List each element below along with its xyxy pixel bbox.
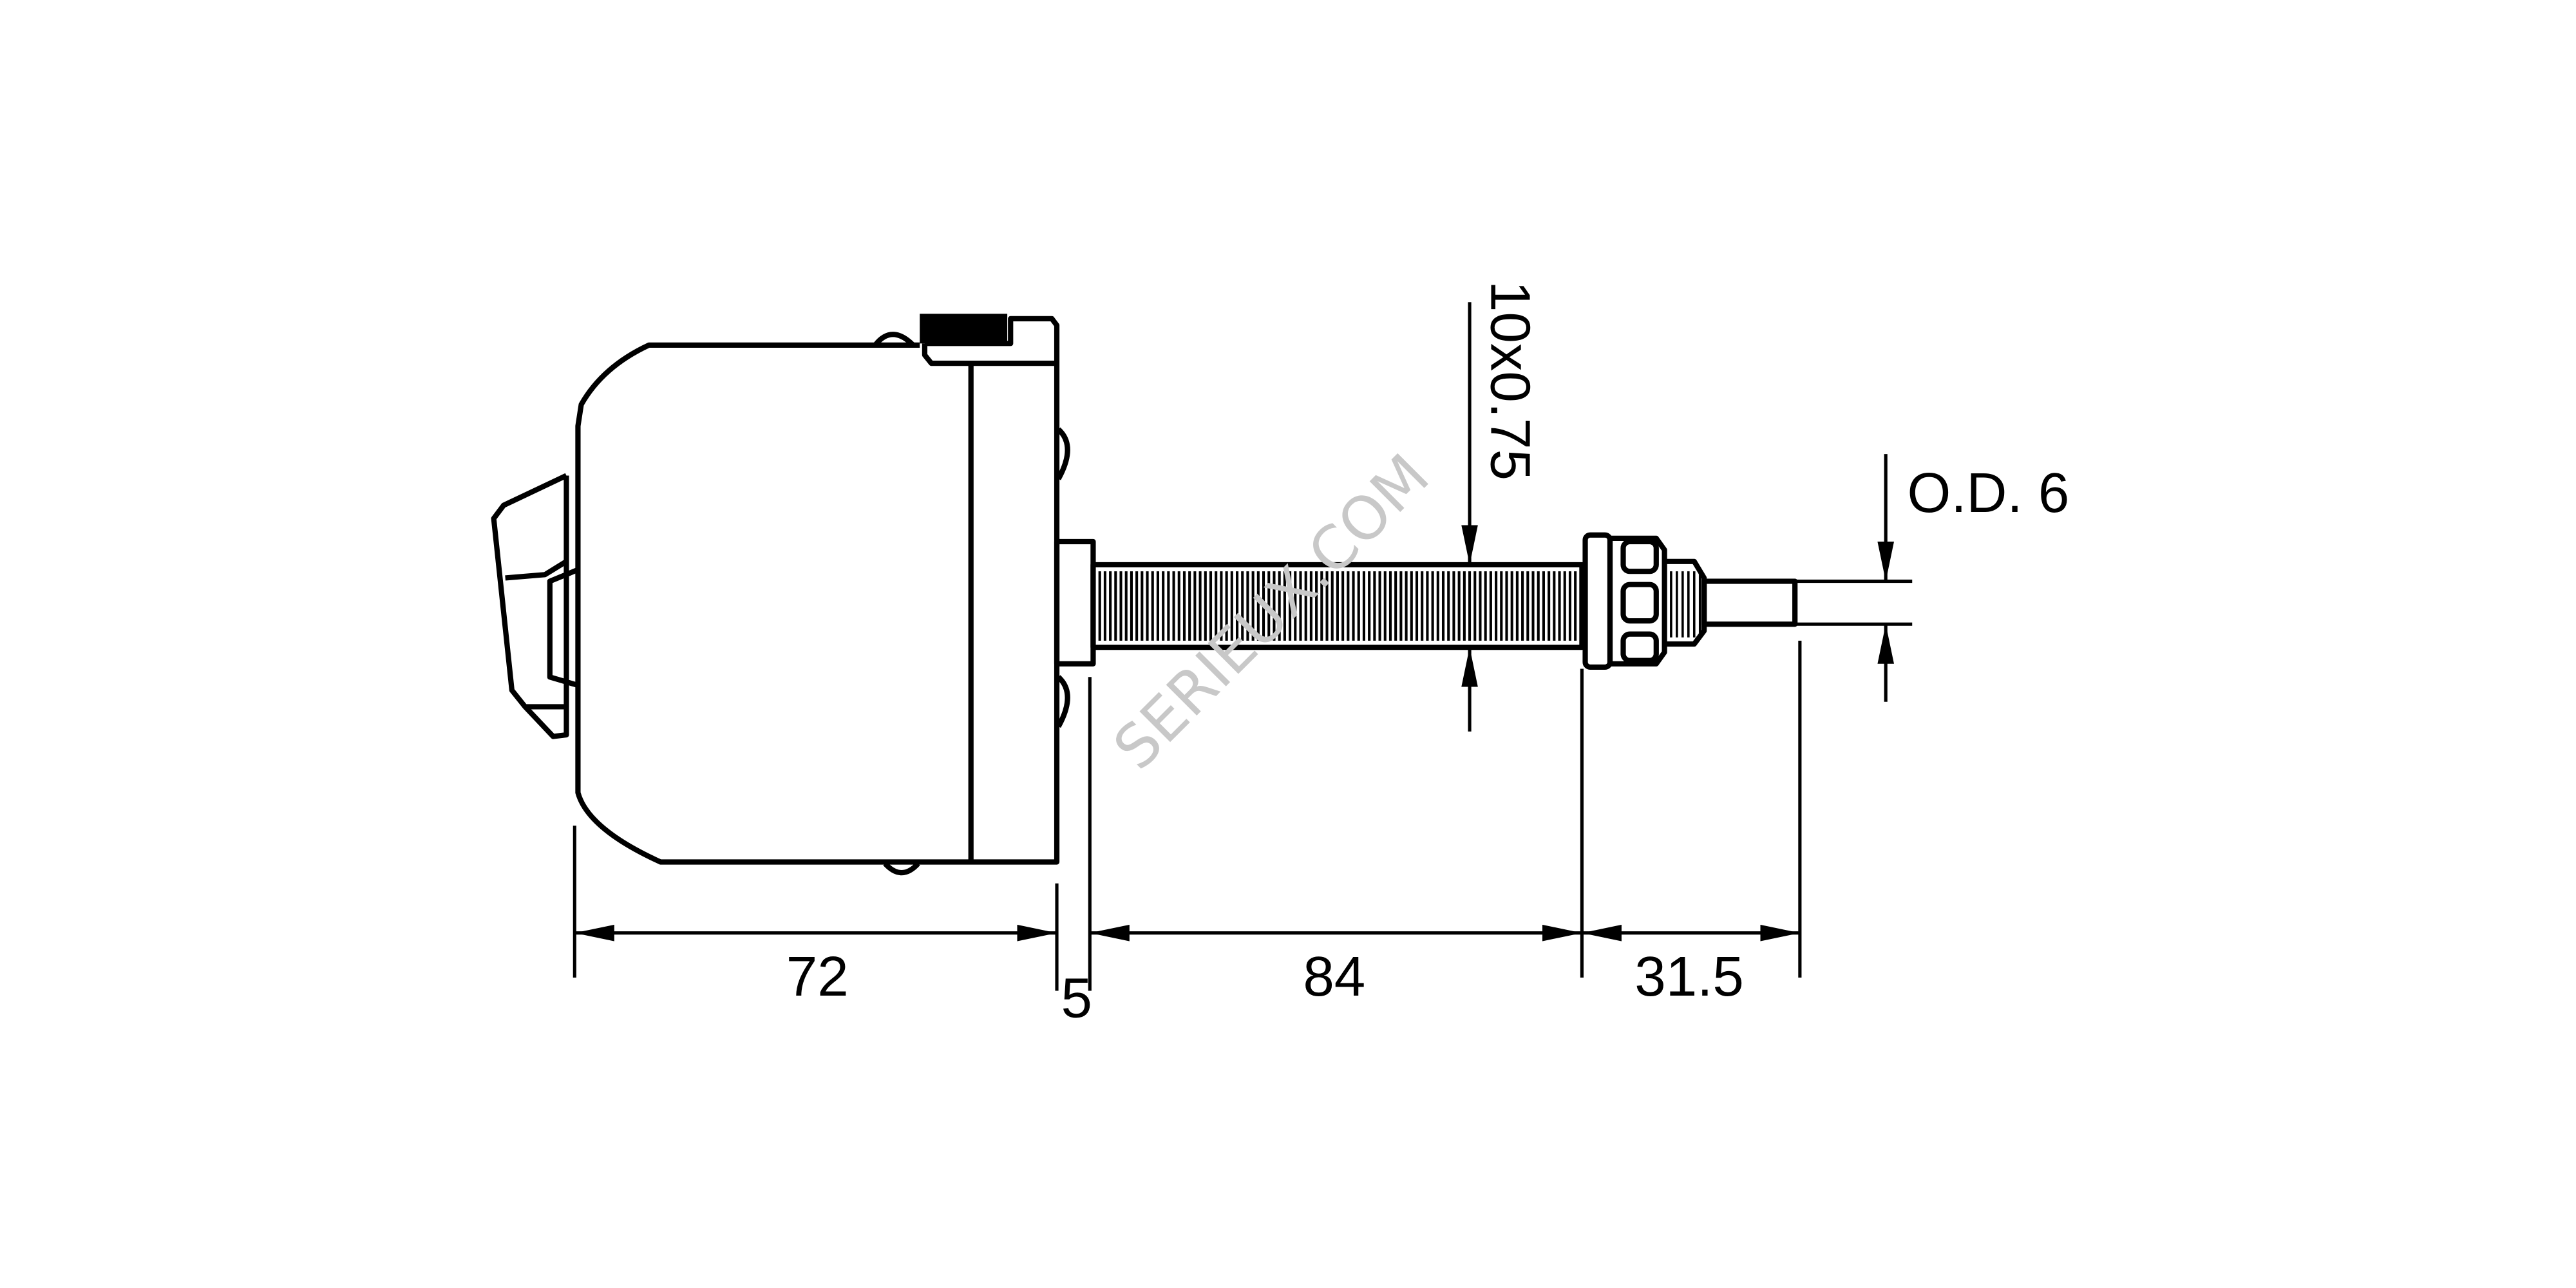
top-clip <box>920 314 1008 344</box>
nut-assembly <box>1582 532 1798 670</box>
motor-housing <box>575 314 1070 876</box>
electrical-connector <box>491 473 579 739</box>
dim-body-length: 72 <box>786 945 849 1008</box>
flange-boss <box>1054 538 1096 667</box>
dim-spindle-diameter: O.D. 6 <box>1908 462 2070 524</box>
dimension-lines <box>573 302 1913 991</box>
threaded-shaft <box>1090 562 1585 650</box>
spindle <box>1701 578 1798 627</box>
dim-flange: 5 <box>1061 967 1092 1029</box>
dim-thread-spec: 10x0.75 <box>1479 281 1541 480</box>
dim-thread-length: 84 <box>1303 945 1365 1008</box>
dim-spindle-length: 31.5 <box>1634 945 1744 1008</box>
